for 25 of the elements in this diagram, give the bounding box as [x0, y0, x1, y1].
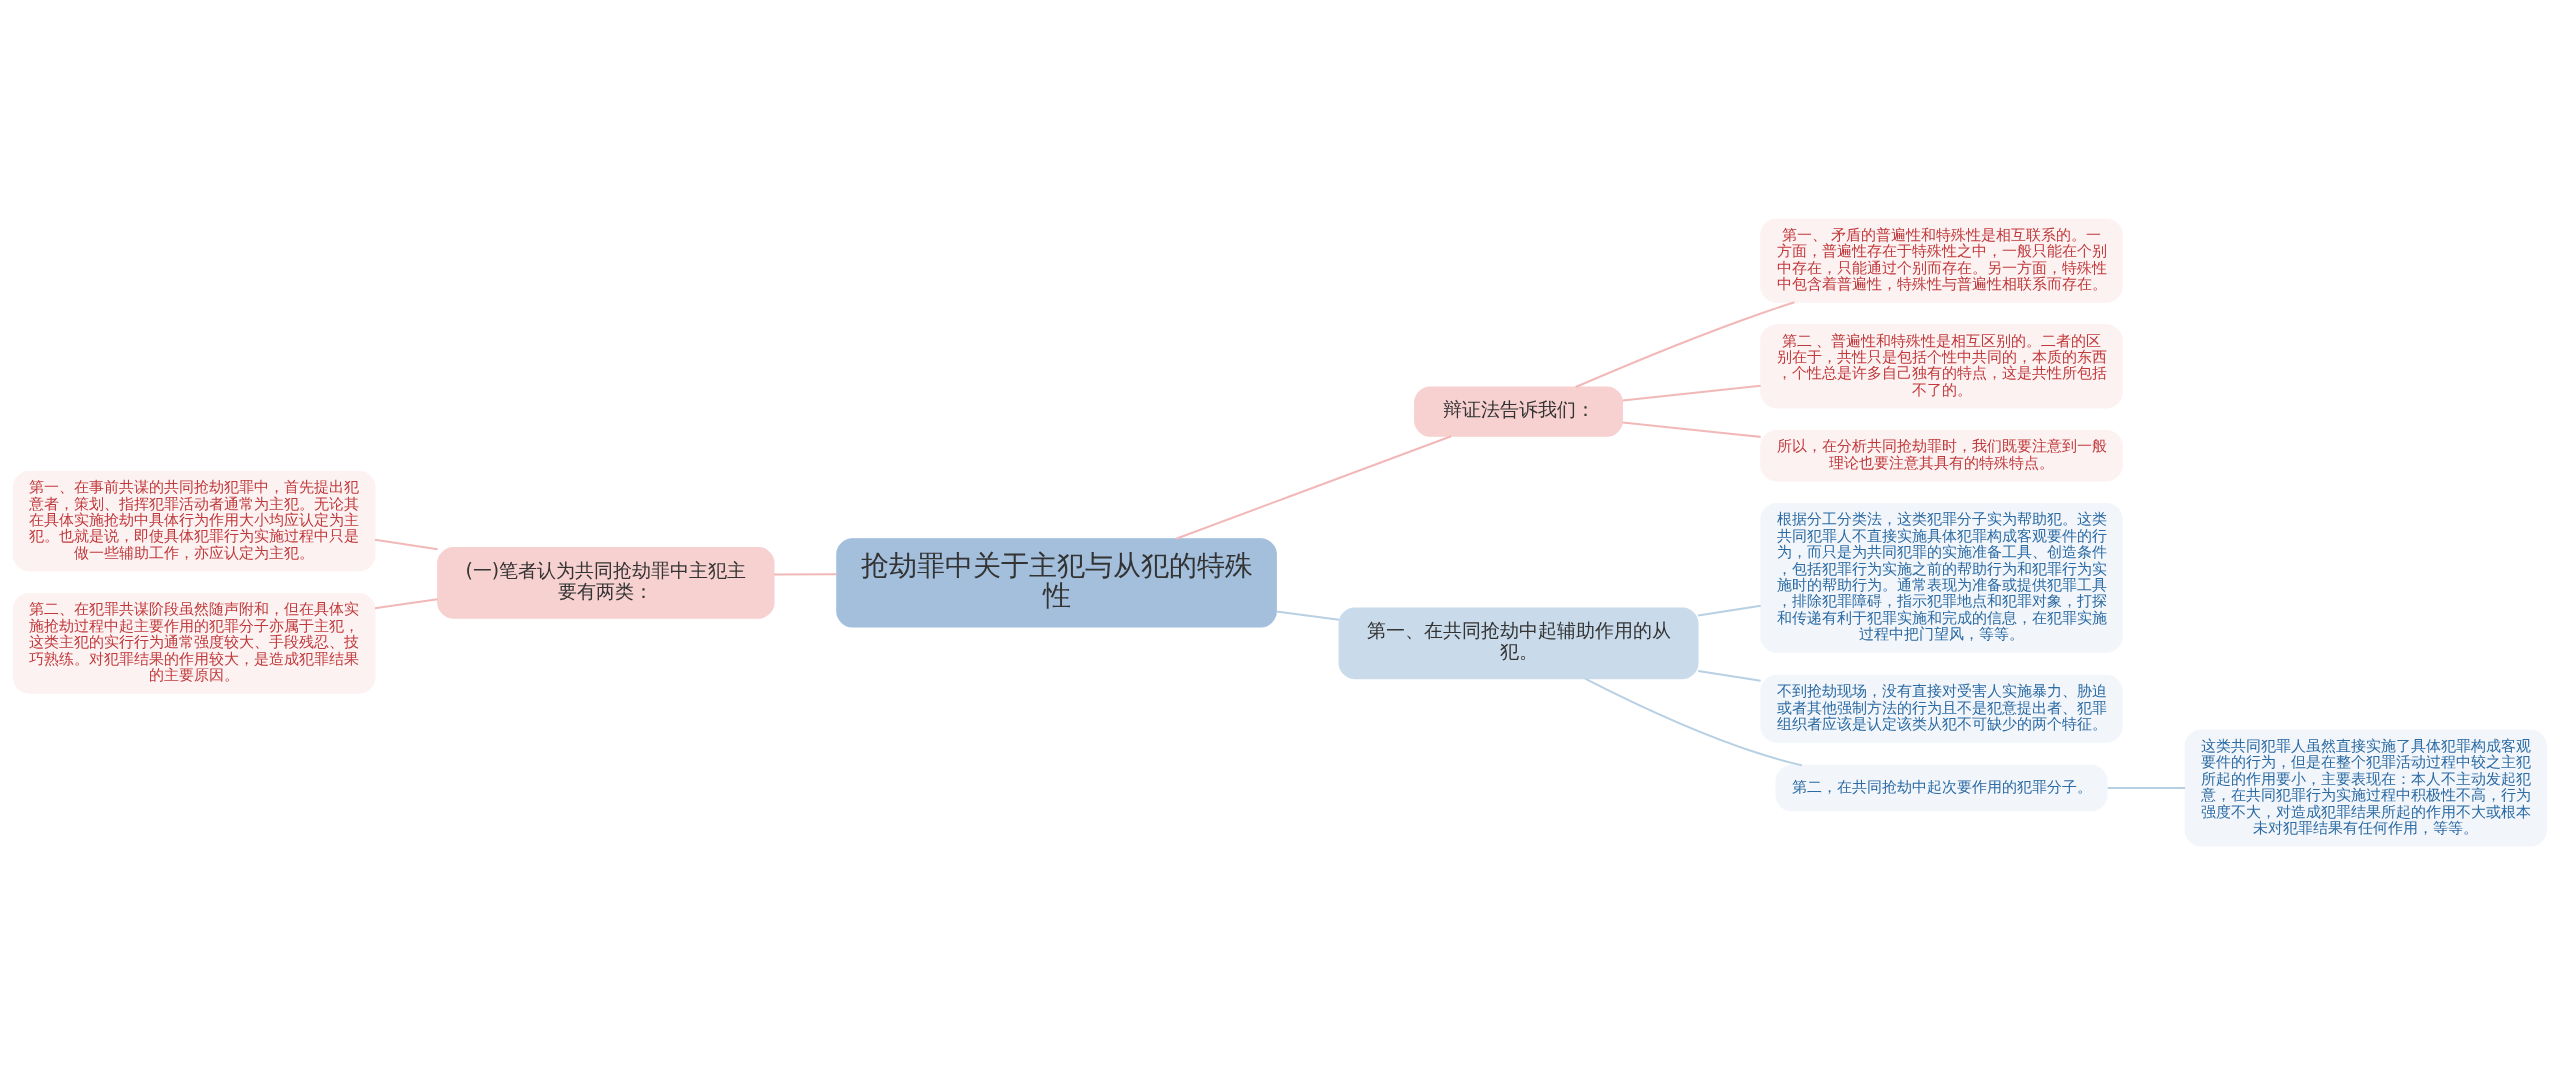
node-box: (一)笔者认为共同抢劫罪中主犯主要有两类：: [437, 547, 775, 619]
node-box: 第一、在共同抢劫中起辅助作用的从犯。: [1338, 607, 1699, 680]
node-box: 第二、在犯罪共谋阶段虽然随声附和，但在具体实施抢劫过程中起主要作用的犯罪分子亦属于主犯，这类主犯的实行行为通常强度较大、手段残忍、技巧熟练。对犯罪结果的作用较大，是造成犯罪结果的主要原因。: [12, 592, 376, 694]
node-box: 第一、 矛盾的普遍性和特殊性是相互联系的。一方面，普遍性存在于特殊性之中，一般只能在个别中存在，只能通过个别而存在。另一方面，特殊性中包含着普遍性，特殊性与普遍性相联系而存在。: [1760, 218, 2123, 303]
connector: [374, 538, 438, 551]
connector: [1584, 677, 1803, 767]
connector: [374, 598, 438, 610]
node-box: 第二，在共同抢劫中起次要作用的犯罪分子。: [1775, 764, 2108, 812]
node-box: 所以，在分析共同抢劫罪时，我们既要注意到一般理论也要注意其具有的特殊特点。: [1760, 429, 2123, 482]
node-box: 这类共同犯罪人虽然直接实施了具体犯罪构成客观要件的行为，但是在整个犯罪活动过程中较之主犯所起的作用要小，主要表现在：本人不主动发起犯意，在共同犯罪行为实施过程中积极性不高，行为强度不大，对造成犯罪结果所起的作用不大或根本未对犯罪结果有任何作用，等等。: [2184, 729, 2548, 847]
node-box: 第一、在事前共谋的共同抢劫犯罪中，首先提出犯意者，策划、指挥犯罪活动者通常为主犯。无论其在具体实施抢劫中具体行为作用大小均应认定为主犯。也就是说，即使具体犯罪行为实施过程中只是做一些辅助工作，亦应认定为主犯。: [12, 470, 376, 572]
connector: [2107, 787, 2186, 790]
connector: [1698, 604, 1761, 617]
node-box: 不到抢劫现场，没有直接对受害人实施暴力、胁迫或者其他强制方法的行为且不是犯意提出者、犯罪组织者应该是认定该类从犯不可缺少的两个特征。: [1760, 674, 2123, 743]
node-box: 辩证法告诉我们：: [1414, 386, 1624, 437]
connector: [1276, 610, 1340, 621]
connector: [774, 573, 837, 576]
node-box: 第二 、普遍性和特殊性是相互区别的。二者的区别在于，共性只是包括个性中共同的，本质的东西，个性总是许多自己独有的特点，这是共性所包括不了的。: [1760, 324, 2123, 409]
connector: [1698, 670, 1761, 682]
connector: [1575, 301, 1795, 388]
node-box: 根据分工分类法，这类犯罪分子实为帮助犯。这类共同犯罪人不直接实施具体犯罪构成客观要件的行为，而只是为共同犯罪的实施准备工具、创造条件，包括犯罪行为实施之前的帮助行为和犯罪行为实施时的帮助行为。通常表现为准备或提供犯罪工具，排除犯罪障碍，指示犯罪地点和犯罪对象，打探和传递有利于犯罪实施和完成的信息，在犯罪实施过程中把门望风，等等。: [1760, 502, 2123, 653]
connector: [1622, 421, 1761, 438]
connector: [1175, 435, 1452, 540]
connector: [1622, 384, 1761, 402]
node-box: 抢劫罪中关于主犯与从犯的特殊性: [836, 538, 1277, 628]
